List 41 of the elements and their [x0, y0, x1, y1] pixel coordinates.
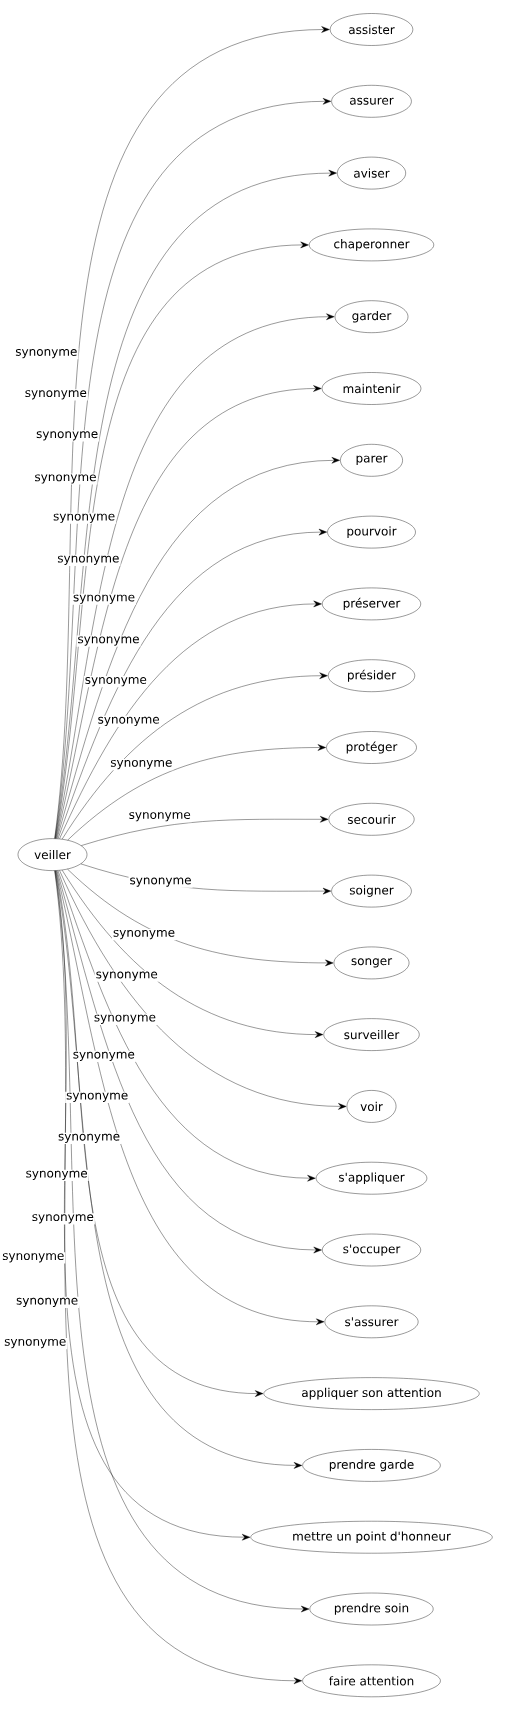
arrow: [56, 385, 322, 839]
edge-label: synonyme: [33, 473, 98, 485]
arrow: [67, 869, 334, 967]
edge-label: synonyme: [72, 593, 137, 605]
edge-label: synonyme: [56, 554, 121, 566]
arrow: [59, 870, 347, 1110]
edge-label: synonyme: [52, 512, 117, 524]
edge-label: synonyme: [109, 758, 174, 771]
edge-label: synonyme: [57, 1132, 122, 1144]
edge-label: synonyme: [23, 389, 88, 401]
arrow: [55, 870, 303, 1469]
arrow: [55, 313, 335, 839]
edge-label: synonyme: [128, 876, 193, 888]
edge-label: synonyme: [94, 970, 159, 982]
arrow: [59, 600, 322, 839]
arrow: [56, 870, 322, 1254]
arrow: [81, 816, 329, 846]
arrow: [57, 528, 327, 839]
edge-label: synonyme: [3, 1337, 68, 1350]
edge-label: synonyme: [30, 1213, 95, 1225]
edge-label: synonyme: [92, 1013, 157, 1025]
edge-label: synonyme: [127, 811, 192, 823]
arrow: [61, 869, 324, 1038]
edge-label: synonyme: [15, 1296, 80, 1308]
edge-label: synonyme: [71, 1050, 136, 1062]
arrow: [62, 672, 328, 840]
edge-label: synonyme: [65, 1091, 130, 1103]
edge-label: synonyme: [76, 635, 141, 647]
edge-label: synonyme: [112, 928, 177, 941]
edge-label: synonyme: [14, 348, 79, 360]
arrow: [67, 744, 326, 841]
edge-label: synonyme: [35, 430, 100, 442]
edge-label: synonyme: [96, 715, 161, 728]
arrow: [57, 870, 316, 1182]
edge-label: synonyme: [83, 676, 148, 688]
arrow: [55, 241, 309, 839]
arrow: [55, 870, 264, 1397]
arrow: [56, 870, 325, 1326]
arrow: [56, 457, 340, 839]
edge-label: synonyme: [1, 1252, 66, 1264]
edge-label: synonyme: [24, 1169, 89, 1181]
